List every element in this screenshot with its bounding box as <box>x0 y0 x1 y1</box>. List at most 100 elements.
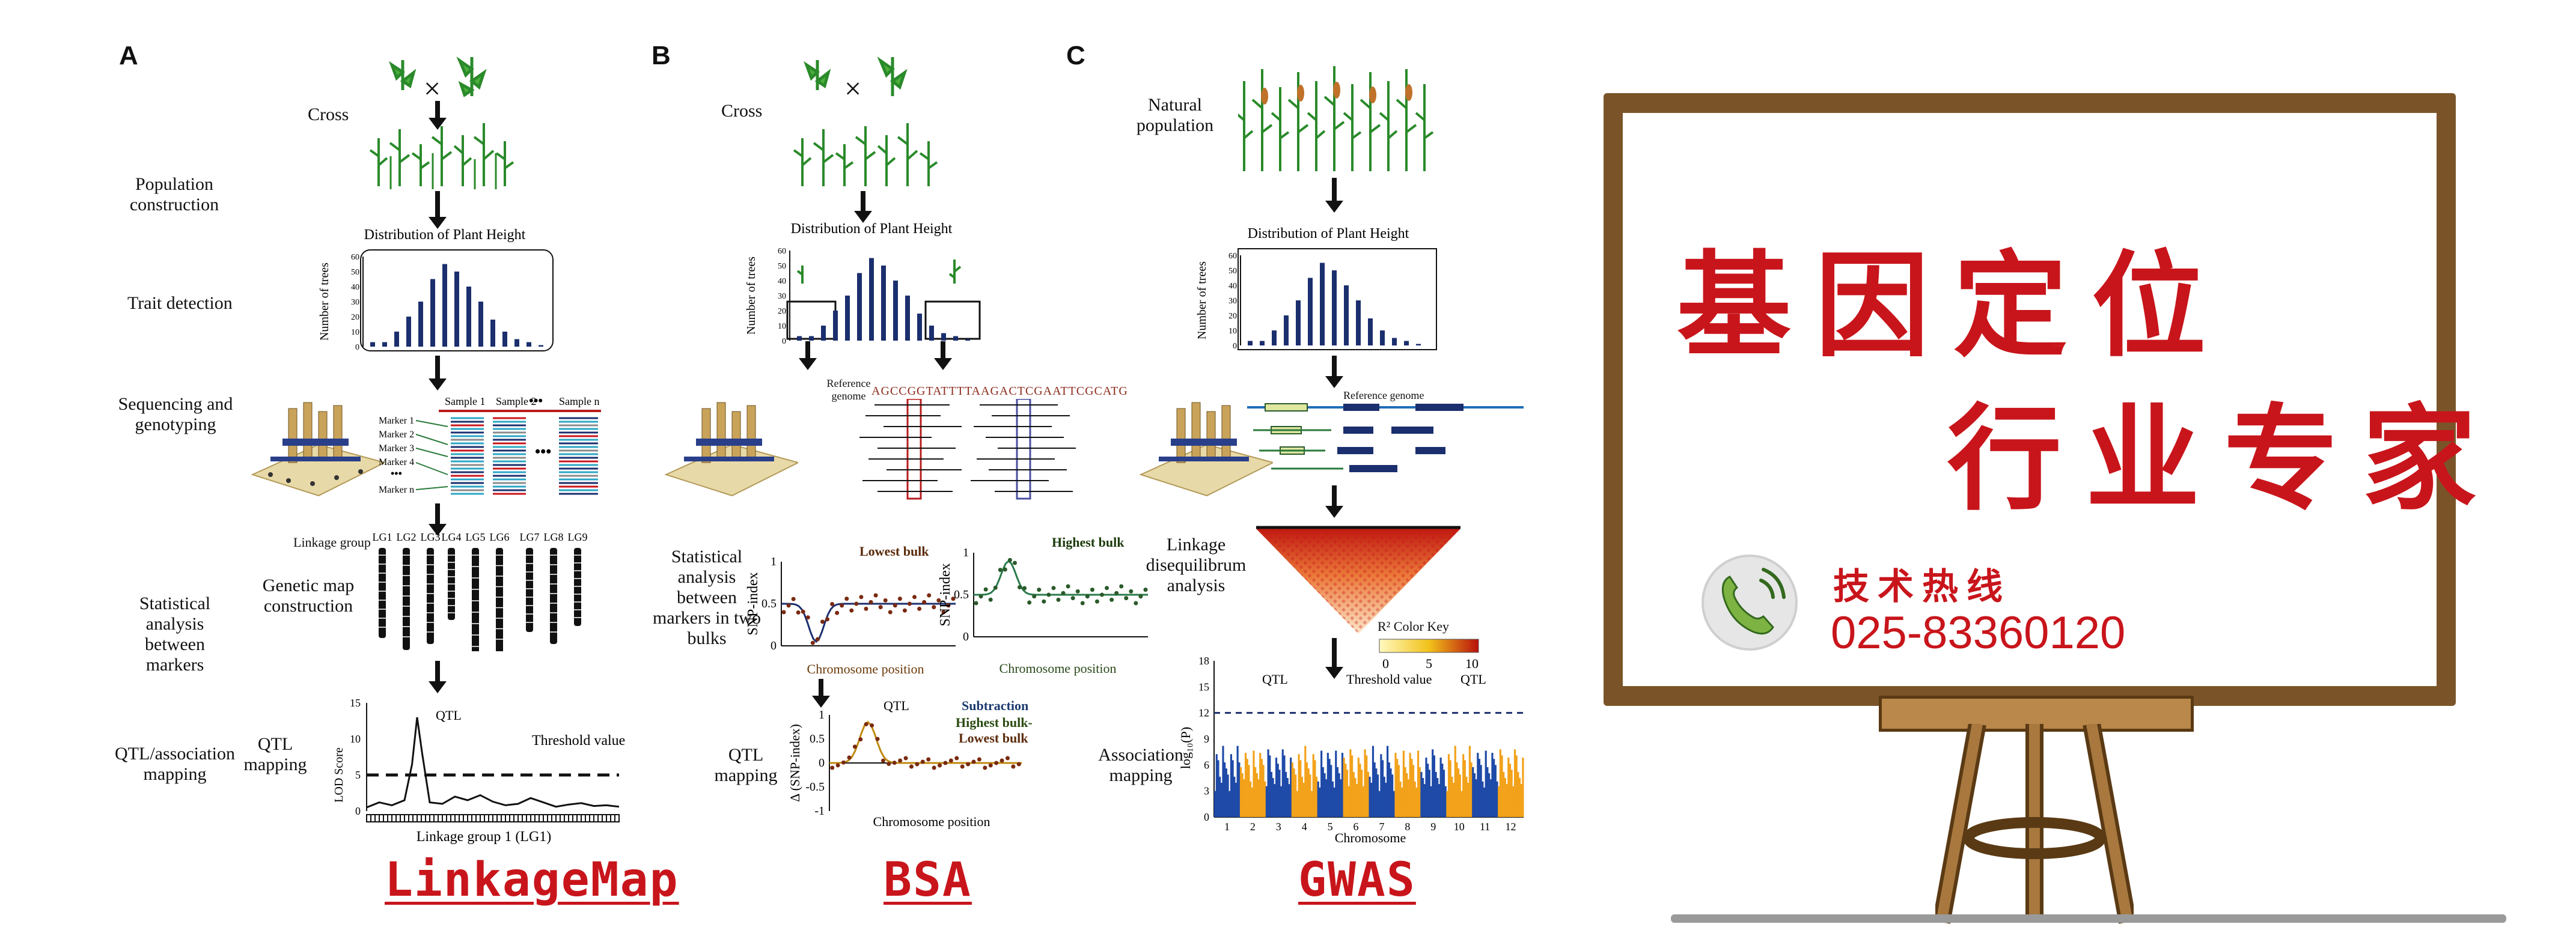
snp-low-axes: 00.51 <box>762 555 956 652</box>
hist-bar <box>418 302 423 347</box>
snp-ytick: 0 <box>963 630 969 643</box>
snp-dot <box>873 593 878 598</box>
snp-dot <box>825 617 830 622</box>
delta-dot <box>892 761 897 765</box>
manhattan-xtick: 2 <box>1250 821 1256 833</box>
manhattan-column <box>1344 764 1347 817</box>
hist-bar <box>809 336 814 341</box>
sample-n-label: Sample n <box>559 397 600 407</box>
delta-dot <box>954 756 959 761</box>
manhattan-column <box>1349 749 1352 817</box>
hist-ytick: 40 <box>778 277 786 286</box>
plants-a <box>369 56 514 189</box>
manhattan-column <box>1331 781 1334 817</box>
snp-dot <box>1124 596 1129 601</box>
qtl-mapping-label-a: QTL mapping <box>243 734 307 774</box>
phone-icon <box>1702 555 1798 651</box>
manhattan-column <box>1323 773 1326 817</box>
manhattan-column <box>1359 764 1361 817</box>
hist-bar <box>917 314 922 341</box>
manhattan-column <box>1270 771 1273 817</box>
snp-low-dots <box>781 593 956 645</box>
delta-dot <box>915 762 920 767</box>
hist-bar <box>1260 341 1265 345</box>
arrow-c-1 <box>1325 178 1343 213</box>
hist-frame-c <box>1238 248 1437 350</box>
manhattan-column <box>1336 767 1339 817</box>
delta-dots <box>830 722 1021 770</box>
manhattan-column <box>1457 768 1460 817</box>
manhattan-column <box>1343 758 1345 817</box>
hist-bar <box>1356 300 1361 345</box>
color-key: 0 5 10 <box>1379 639 1479 671</box>
board-line-1: 基因定位 <box>1677 239 2230 372</box>
manhattan-column <box>1478 759 1481 817</box>
arrow-a-3 <box>429 503 447 536</box>
hist-bar <box>1332 270 1337 345</box>
hist-bar <box>430 279 435 347</box>
marker-1-label: Marker 1 <box>379 416 414 426</box>
manhattan-column <box>1314 760 1316 817</box>
snp-dot <box>917 606 922 611</box>
manhattan-column <box>1399 781 1402 817</box>
lod-ytick: 0 <box>355 805 361 817</box>
delta-ytick: 0 <box>819 756 825 770</box>
manhattan-column <box>1239 767 1242 817</box>
manhattan-column <box>1330 765 1332 817</box>
svg-text:•••: ••• <box>535 443 551 460</box>
hist-ytick: 10 <box>351 328 359 337</box>
hist-title: Distribution of Plant Height <box>364 227 526 243</box>
delta-dot <box>1005 756 1010 761</box>
delta-dot <box>1011 764 1016 769</box>
delta-dot <box>898 758 903 763</box>
method-linkagemap: LinkageMap <box>385 853 679 907</box>
delta-dot <box>960 764 965 769</box>
snp-dot <box>1007 558 1012 562</box>
hist-bar <box>929 326 934 341</box>
hist-bar <box>965 339 970 341</box>
manhattan-column <box>1222 746 1224 817</box>
snp-dot <box>897 597 902 601</box>
trait-label: Trait detection <box>127 293 233 313</box>
chrom-pos-low: Chromosome position <box>807 661 924 676</box>
manhattan-column <box>1351 755 1354 817</box>
manhattan-columns <box>1214 746 1524 817</box>
delta-snp-plot: Δ (SNP-index) -1-0.500.51 QTL Subtractio… <box>787 698 1033 829</box>
marker-2-label: Marker 2 <box>379 430 414 440</box>
manhattan-column <box>1472 767 1474 817</box>
arrow-a-0 <box>429 101 447 130</box>
manhattan-column <box>1219 776 1221 817</box>
manhattan-column <box>1278 770 1281 817</box>
marker-n-label: Marker n <box>379 485 414 495</box>
low-bulk-box <box>786 300 837 340</box>
chrom-pos-delta: Chromosome position <box>873 814 990 829</box>
manhattan-column <box>1320 750 1323 817</box>
hist-ytick: 30 <box>351 298 359 307</box>
delta-dot <box>994 761 999 765</box>
manhattan-column <box>1482 781 1484 817</box>
hist-bar <box>1392 338 1397 345</box>
manhattan-column <box>1486 767 1489 817</box>
manhattan-ytick: 6 <box>1204 759 1209 771</box>
manhattan-column <box>1260 759 1263 817</box>
histogram-c: Distribution of Plant Height Number of t… <box>1196 226 1437 351</box>
method-bsa: BSA <box>884 853 972 907</box>
manhattan-column <box>1375 768 1378 817</box>
hist-frame <box>360 249 554 351</box>
manhattan-column <box>1406 773 1408 817</box>
delta-dot <box>966 762 971 767</box>
manhattan-column <box>1393 791 1395 817</box>
manhattan-column <box>1243 779 1245 817</box>
snp-dot <box>781 610 786 615</box>
snp-dot <box>1138 594 1143 599</box>
manhattan-ylabel: log₁₀(P) <box>1178 727 1193 769</box>
arrow-c-2 <box>1325 356 1343 388</box>
manhattan-column <box>1310 791 1313 817</box>
subtraction-label: Subtraction <box>962 698 1028 713</box>
manhattan-column <box>1277 764 1279 817</box>
delta-dot <box>903 756 908 761</box>
manhattan-column <box>1438 784 1441 817</box>
manhattan-column <box>1230 754 1233 817</box>
manhattan-column <box>1367 771 1369 817</box>
